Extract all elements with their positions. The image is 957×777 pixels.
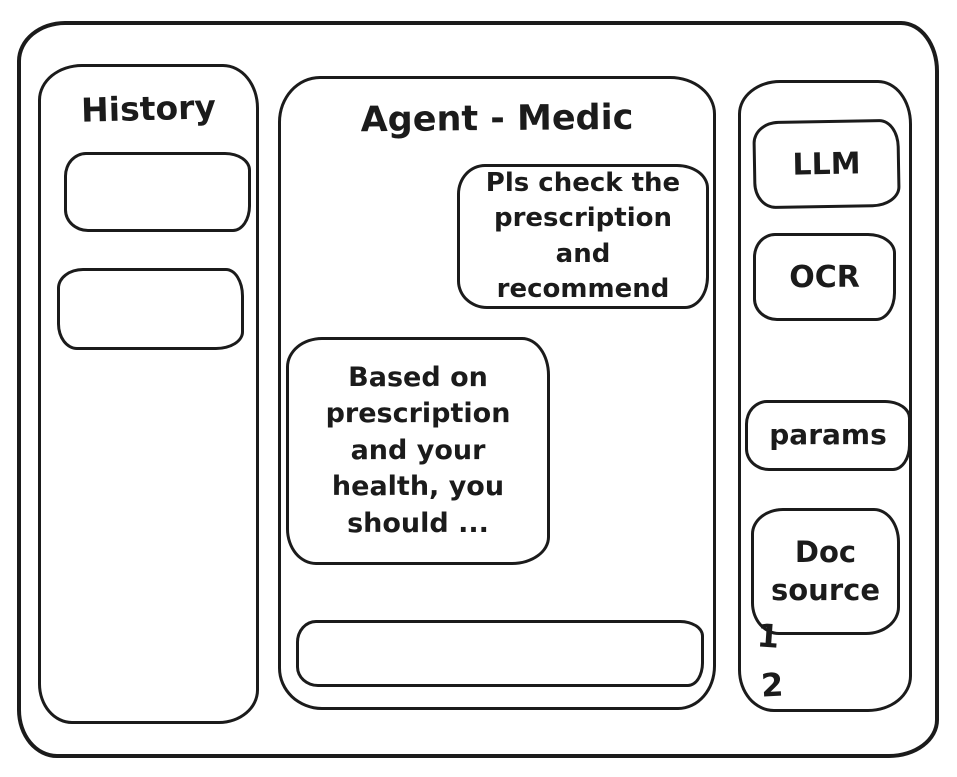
history-list-item[interactable]: [57, 268, 244, 350]
agent-message-bubble: Based on prescription and your health, y…: [286, 337, 550, 565]
message-input[interactable]: [296, 620, 704, 687]
history-list-item[interactable]: [64, 152, 251, 232]
history-panel: History: [38, 64, 259, 724]
tools-panel: LLM OCR params Doc source 1 2: [738, 80, 912, 712]
doc-source-list-item: 2: [760, 665, 785, 705]
params-button[interactable]: params: [745, 400, 911, 471]
chat-panel: Agent - Medic Pls check the prescription…: [278, 76, 716, 710]
doc-source-button[interactable]: Doc source: [751, 508, 900, 635]
user-message-text: Pls check the prescription and recommend: [485, 168, 681, 304]
history-panel-title: History: [80, 87, 217, 130]
llm-button[interactable]: LLM: [752, 118, 901, 210]
ocr-button[interactable]: OCR: [753, 233, 896, 321]
user-message-bubble: Pls check the prescription and recommend: [457, 164, 709, 309]
chat-panel-title: Agent - Medic: [360, 97, 634, 141]
doc-source-list-item: 1: [755, 616, 781, 656]
agent-message-text: Based on prescription and your health, y…: [325, 361, 511, 539]
